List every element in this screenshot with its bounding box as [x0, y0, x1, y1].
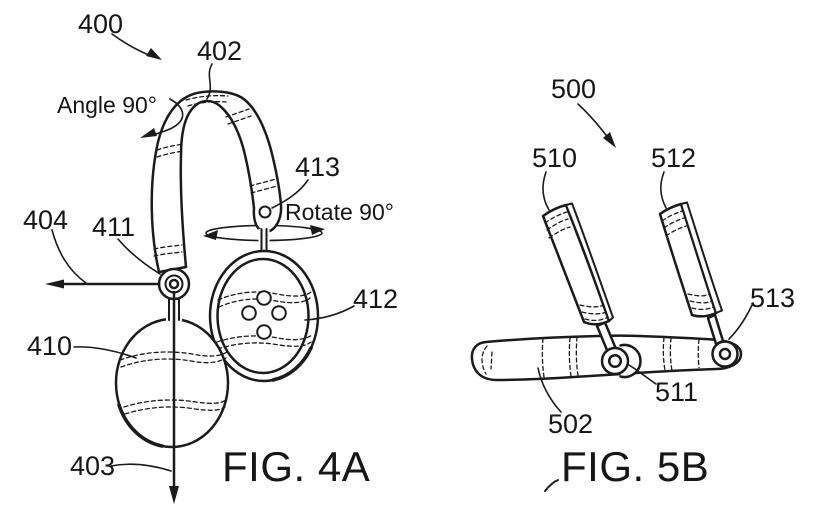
- earcup-hole: [271, 305, 287, 321]
- label-500: 500: [551, 74, 596, 104]
- arm-510-hatch: [579, 304, 605, 308]
- bar-end-texture: [481, 345, 488, 375]
- arm-512-hatch: [665, 225, 687, 237]
- rotation-arrowhead-left: [203, 230, 218, 240]
- swivel-hole-413: [258, 205, 272, 219]
- fig5b-caption: FIG. 5B: [561, 443, 709, 490]
- strap-stitch: [153, 244, 183, 250]
- label-413: 413: [295, 152, 340, 182]
- leader-510: [542, 171, 550, 211]
- axis-arrowhead-403: [169, 486, 179, 504]
- strap-stitch: [156, 143, 185, 151]
- label-410: 410: [27, 331, 72, 361]
- earcup-410-texture: [123, 399, 227, 408]
- rotate-note: Rotate 90°: [285, 199, 394, 225]
- strap-stitch: [153, 251, 183, 257]
- bar-texture: [662, 336, 666, 372]
- leader-500: [577, 103, 610, 140]
- earcup-410-texture: [124, 406, 226, 415]
- earcup-410-shading: [117, 403, 164, 448]
- earcup-412: [208, 249, 320, 383]
- strap-stitch: [156, 150, 185, 158]
- label-513: 513: [750, 283, 795, 313]
- bar-texture: [568, 336, 572, 377]
- leader-413: [271, 179, 309, 209]
- left-stem: [168, 295, 180, 321]
- earcup-410-texture: [120, 357, 227, 368]
- angle-note: Angle 90°: [57, 92, 157, 118]
- label-403: 403: [70, 451, 115, 481]
- arm-512-hatch: [689, 300, 713, 304]
- label-412: 412: [353, 284, 398, 314]
- strap-stitch: [187, 100, 227, 107]
- earcup-hole: [256, 290, 272, 306]
- earcup-412-shading: [271, 346, 313, 382]
- bar-texture: [697, 338, 700, 369]
- leader-402: [206, 63, 213, 100]
- arm-510-hatch: [584, 317, 607, 322]
- leader-404: [51, 229, 87, 284]
- earcup-412-texture: [217, 341, 312, 350]
- arm-510-hatch: [548, 226, 571, 239]
- strap-stitch: [250, 185, 278, 194]
- arm-512-hatch: [663, 217, 685, 229]
- arm-512-edge: [680, 201, 723, 314]
- earcup-412-texture: [218, 297, 311, 308]
- bar-end-texture: [490, 351, 493, 370]
- earcup-hole: [241, 305, 257, 321]
- leader-412: [304, 305, 355, 321]
- arm-510-hatch: [546, 218, 569, 231]
- arm-510-hatch: [544, 211, 568, 224]
- earcup-hole: [256, 324, 272, 340]
- arm-512-hatch: [691, 306, 714, 311]
- strap-stitch: [227, 115, 252, 125]
- label-411: 411: [92, 212, 135, 242]
- bar-texture: [541, 337, 545, 378]
- leader-511: [628, 364, 657, 385]
- earcup-412-texture: [216, 334, 313, 343]
- bar-texture: [669, 337, 673, 372]
- stray-mark: [544, 479, 559, 492]
- leader-403: [110, 463, 172, 472]
- fig4a-caption: FIG. 4A: [222, 443, 370, 490]
- pivot-513-center: [718, 347, 732, 361]
- strap-stitch: [249, 178, 277, 187]
- leader-410: [73, 346, 137, 359]
- strap-stitch: [185, 94, 229, 101]
- earcup-412-rim: [216, 257, 310, 375]
- rotation-arrowhead-right: [310, 225, 325, 235]
- arm-512-hatch: [687, 293, 711, 297]
- pivot-511-center: [607, 353, 623, 369]
- label-402: 402: [197, 36, 242, 66]
- axis-arrowhead-404: [45, 279, 64, 289]
- leader-513: [728, 302, 754, 340]
- label-404: 404: [23, 205, 68, 235]
- earcup-410-texture: [119, 351, 228, 361]
- leader-500-arrowhead: [603, 132, 616, 148]
- arm-510-edge: [565, 202, 614, 322]
- leader-411: [117, 238, 161, 275]
- label-510: 510: [532, 143, 577, 173]
- pivot-411-center: [168, 278, 180, 290]
- arm-510-hatch: [581, 311, 607, 315]
- right-stem: [260, 228, 268, 253]
- angle-arrowhead: [140, 128, 157, 138]
- earcup-412-texture: [217, 291, 312, 301]
- fig-4a: 400 402 Angle 90° 404 411 413 Rotate 90°…: [23, 9, 398, 504]
- arm-512-hatch: [661, 210, 683, 222]
- fig-5b: 500 510 512 513 511 502 FIG. 5B: [470, 74, 795, 492]
- right-stem-mask: [258, 229, 270, 253]
- leader-502: [537, 367, 562, 413]
- label-512: 512: [651, 143, 696, 173]
- leader-512: [660, 171, 667, 209]
- label-400: 400: [78, 9, 123, 39]
- bar-texture: [575, 336, 579, 377]
- leader-400-arrowhead: [146, 48, 162, 60]
- label-502: 502: [548, 409, 593, 439]
- label-511: 511: [655, 377, 698, 407]
- strap-stitch: [225, 108, 250, 118]
